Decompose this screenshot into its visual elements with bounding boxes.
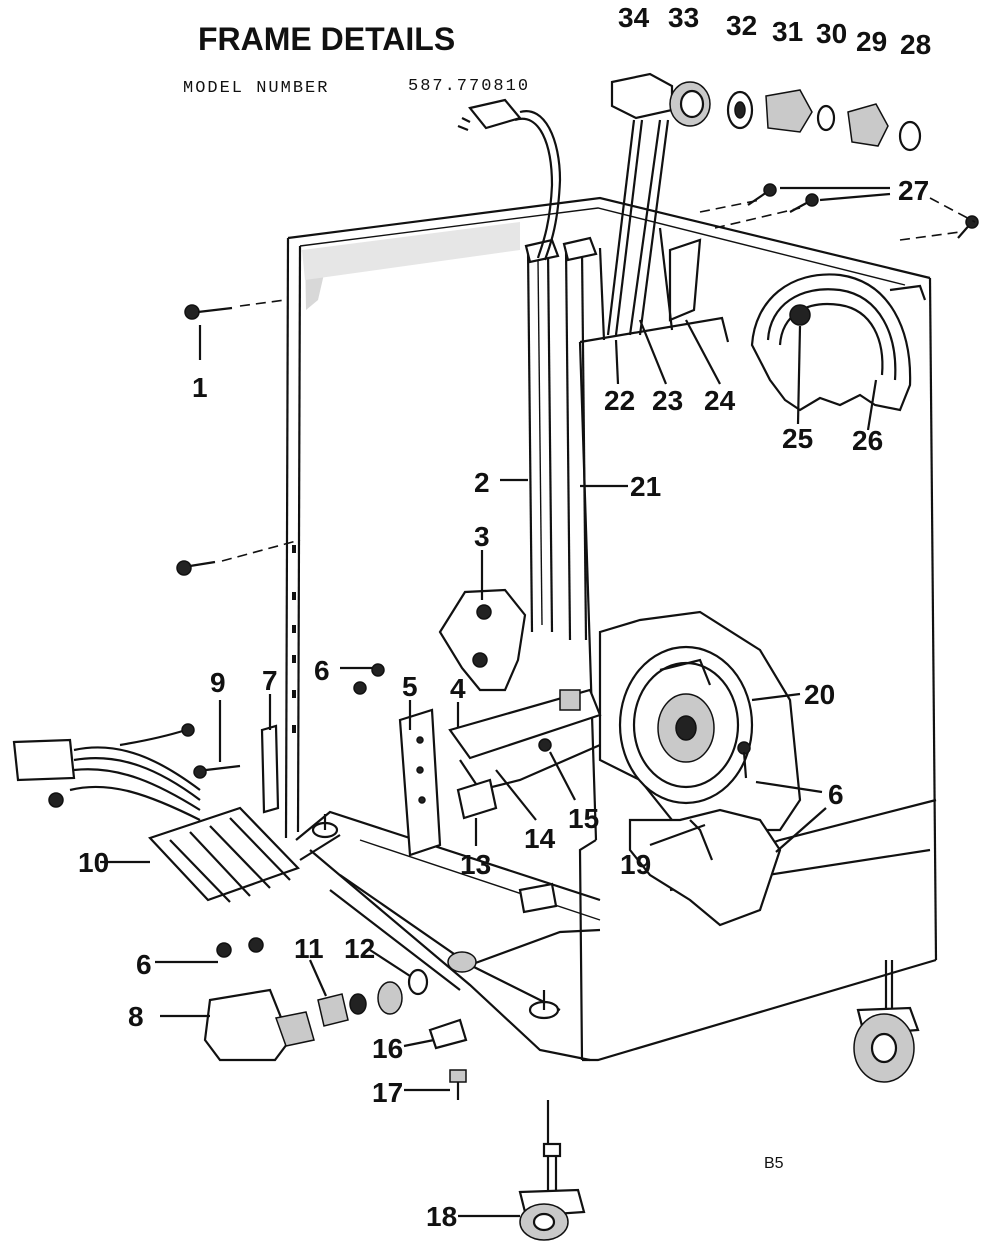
- callout-23: 23: [652, 385, 683, 416]
- callout-26: 26: [852, 425, 883, 456]
- sheet-code: B5: [764, 1155, 784, 1172]
- model-label: MODEL NUMBER: [183, 79, 329, 98]
- bracket-3: [438, 588, 527, 692]
- callout-6-lower: 6: [136, 949, 152, 980]
- leader-lines: [100, 186, 976, 1218]
- diagram-title: FRAME DETAILS: [198, 21, 455, 57]
- callout-24: 24: [704, 385, 736, 416]
- caster-right: [853, 960, 920, 1083]
- bracket-7: [193, 724, 280, 814]
- cabinet-frame: [284, 196, 938, 1062]
- callout-14: 14: [524, 823, 556, 854]
- callout-12: 12: [344, 933, 375, 964]
- callout-19: 19: [620, 849, 651, 880]
- callout-5: 5: [402, 671, 418, 702]
- callout-30: 30: [816, 18, 847, 49]
- callout-8: 9: [210, 667, 226, 698]
- wiring-harness-9: [12, 723, 300, 903]
- callout-4: 4: [450, 673, 466, 704]
- callout-10: 8: [128, 1001, 144, 1032]
- callout-29: 29: [856, 26, 887, 57]
- callout-20: 20: [804, 679, 835, 710]
- lower-right-fragment: [628, 808, 782, 927]
- callout-28: 28: [900, 29, 931, 60]
- side-panel-slots: [292, 545, 296, 733]
- screws-27: [747, 183, 979, 239]
- callout-labels: 34 33 32 31 30 29 28 27 1 22 23 24 25 26…: [78, 2, 931, 1232]
- callout-31: 31: [772, 16, 803, 47]
- callout-6-upper: 6: [314, 655, 330, 686]
- screws-6-upper: [353, 663, 385, 695]
- switch-assembly: [610, 72, 922, 152]
- lower-connector: [518, 882, 558, 914]
- bracket-5: [398, 708, 442, 857]
- gas-valve: [203, 937, 315, 1062]
- callout-7: 7: [262, 665, 278, 696]
- screw-1: [184, 304, 233, 320]
- callout-22: 22: [604, 385, 635, 416]
- clip-13: [456, 778, 498, 820]
- callout-17: 17: [372, 1077, 403, 1108]
- wire-harness: [606, 119, 702, 336]
- idler-assembly: [448, 688, 602, 792]
- callout-34: 34: [618, 2, 650, 33]
- screw-6-right: [737, 741, 751, 779]
- caster-18: [518, 1142, 586, 1241]
- blower-housing: [750, 273, 912, 412]
- callout-21: 21: [630, 471, 661, 502]
- callout-11: 11: [294, 933, 324, 964]
- screw-left-lower: [176, 560, 216, 576]
- parts-16-17: [428, 1018, 468, 1100]
- callout-15: 15: [568, 803, 599, 834]
- callout-16: 16: [372, 1033, 403, 1064]
- motor-assembly: [598, 610, 802, 832]
- callout-27: 27: [898, 175, 929, 206]
- callout-33: 33: [668, 2, 699, 33]
- callout-25: 25: [782, 423, 813, 454]
- glide-posts: [311, 814, 560, 1020]
- callout-32: 32: [726, 10, 757, 41]
- model-number: 587.770810: [408, 77, 530, 96]
- callout-2: 2: [474, 467, 490, 498]
- callout-18: 18: [426, 1201, 457, 1232]
- callout-6-right: 6: [828, 779, 844, 810]
- parts-11-12: [317, 968, 429, 1027]
- power-cord: [457, 98, 562, 261]
- callout-3: 3: [474, 521, 490, 552]
- callout-9: 10: [78, 847, 109, 878]
- callout-1: 1: [192, 372, 208, 403]
- callout-13: 13: [460, 849, 491, 880]
